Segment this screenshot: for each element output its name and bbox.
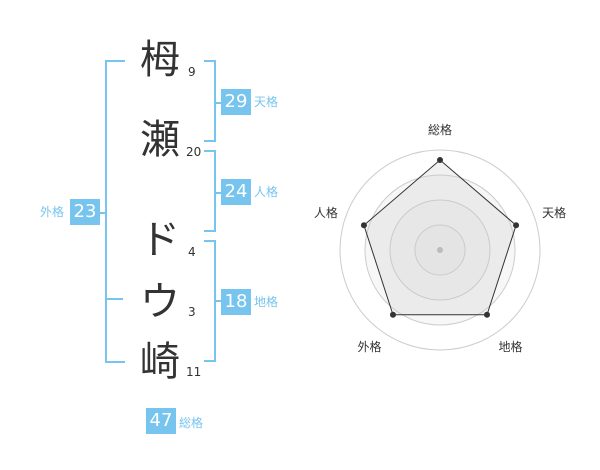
stroke-count-3: 4 <box>188 245 196 259</box>
radar-axis-label-0: 総格 <box>428 122 452 137</box>
name-char-4: ウ <box>140 279 180 325</box>
jinkaku-label: 人格 <box>254 185 279 199</box>
stroke-count-4: 3 <box>188 305 196 319</box>
name-char-3: ド <box>140 217 180 263</box>
gaikaku-bracket-tick <box>105 298 123 300</box>
name-char-1: 栂 <box>140 37 180 83</box>
stroke-count-1: 9 <box>188 65 196 79</box>
radar-point-3 <box>389 311 396 318</box>
jinkaku-value: 24 <box>221 179 251 205</box>
soukaku-label: 総格 <box>179 416 204 430</box>
radar-points <box>360 157 520 318</box>
tenkaku-value: 29 <box>221 89 251 115</box>
tenkaku-bracket <box>204 60 216 142</box>
gaikaku-bracket-arm <box>98 212 106 214</box>
jinkaku-arm <box>214 192 222 194</box>
radar-point-4 <box>360 222 367 229</box>
radar-center-dot <box>437 247 443 253</box>
chikaku-arm <box>214 300 222 302</box>
gaikaku-value: 23 <box>70 199 100 225</box>
chikaku-value: 18 <box>221 289 251 315</box>
radar-axis-label-2: 地格 <box>499 339 523 354</box>
stroke-count-5: 11 <box>186 365 202 379</box>
radar-axis-label-3: 外格 <box>357 339 381 354</box>
tenkaku-arm <box>214 102 222 104</box>
radar-point-2 <box>484 311 491 318</box>
gaikaku-label: 外格 <box>40 205 65 219</box>
chikaku-label: 地格 <box>254 295 279 309</box>
gaikaku-bracket <box>105 60 125 363</box>
soukaku-value: 47 <box>146 408 176 434</box>
radar-point-0 <box>437 157 443 163</box>
tenkaku-label: 天格 <box>254 95 279 109</box>
jinkaku-bracket <box>204 150 216 232</box>
name-char-2: 瀬 <box>140 117 180 163</box>
radar-polygon <box>363 159 517 316</box>
name-char-5: 崎 <box>140 339 180 385</box>
radar-axis-label-1: 天格 <box>542 205 566 220</box>
stroke-count-2: 20 <box>186 145 202 159</box>
radar-point-1 <box>513 222 520 229</box>
radar-axis-label-4: 人格 <box>314 205 338 220</box>
